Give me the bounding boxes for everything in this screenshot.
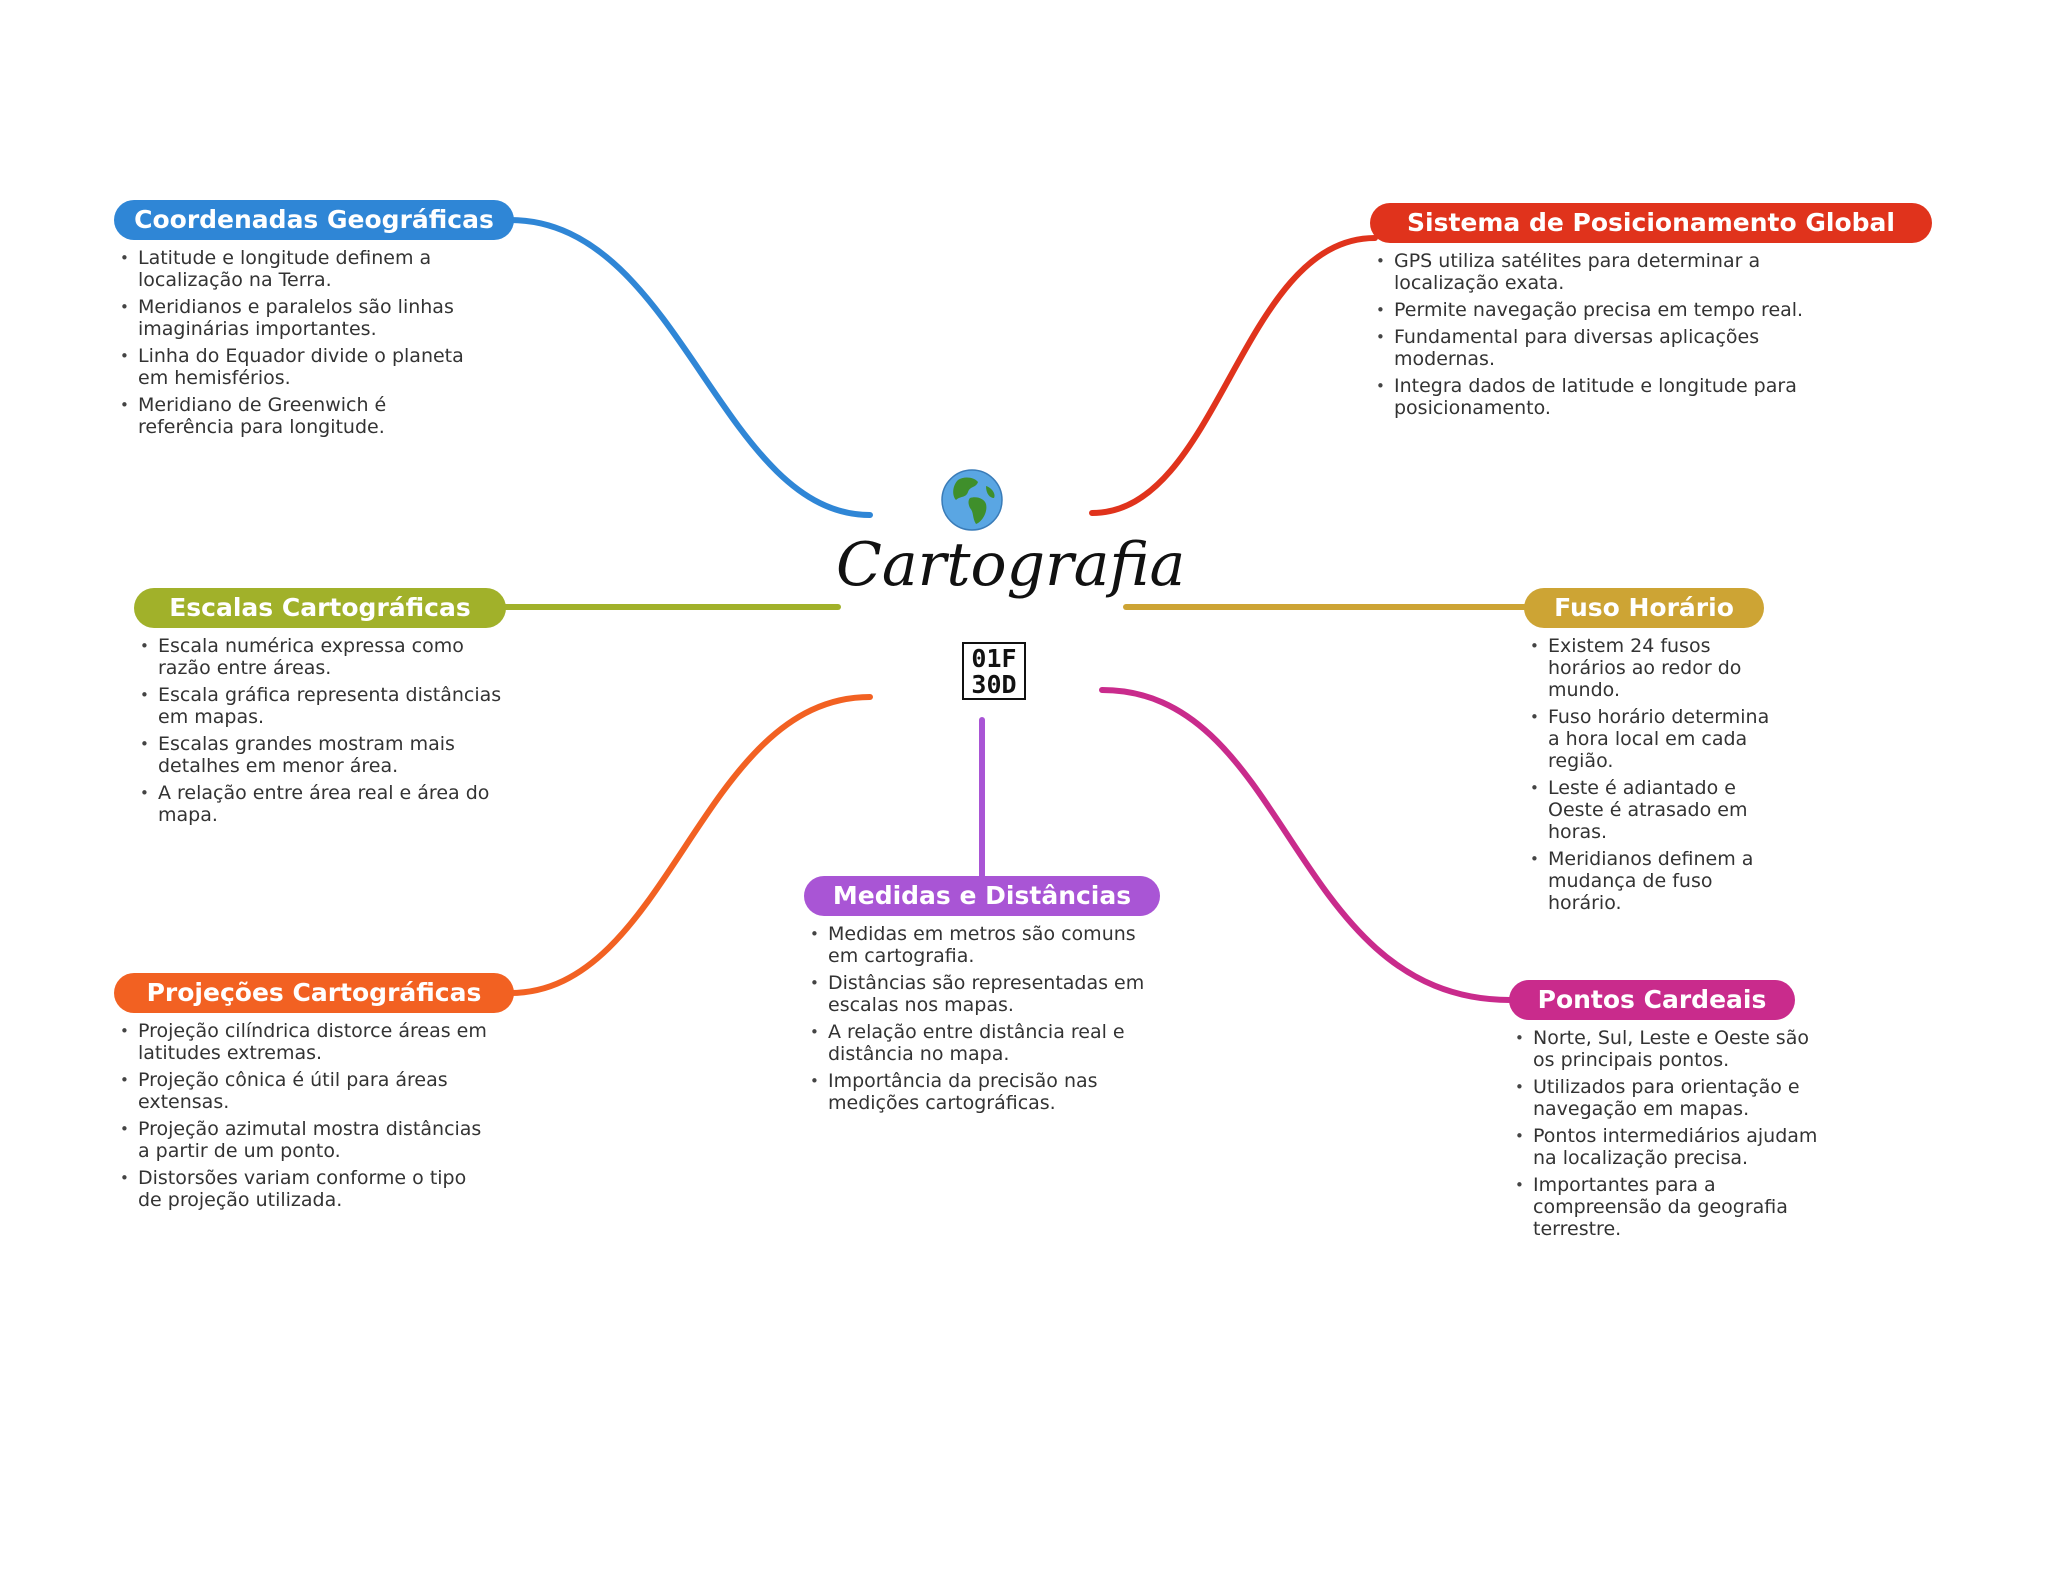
bullet-list-projecoes: Projeção cilíndrica distorce áreas em la… [114, 1020, 488, 1211]
branch-title-coordenadas[interactable]: Coordenadas Geográficas [114, 200, 514, 240]
list-item: Pontos intermediários ajudam na localiza… [1515, 1125, 1823, 1169]
list-item: Integra dados de latitude e longitude pa… [1376, 375, 1854, 419]
link-coordenadas [507, 217, 873, 518]
list-item: Meridianos definem a mudança de fuso hor… [1530, 848, 1773, 914]
branch-coordenadas: Coordenadas Geográficas Latitude e longi… [114, 200, 534, 443]
branch-projecoes: Projeções Cartográficas Projeção cilíndr… [114, 973, 534, 1216]
list-item: Fundamental para diversas aplicações mod… [1376, 326, 1854, 370]
list-item: Utilizados para orientação e navegação e… [1515, 1076, 1823, 1120]
branch-gps: Sistema de Posicionamento Global GPS uti… [1370, 203, 1940, 424]
branch-title-medidas[interactable]: Medidas e Distâncias [804, 876, 1160, 916]
list-item: Medidas em metros são comuns em cartogra… [810, 923, 1158, 967]
list-item: Norte, Sul, Leste e Oeste são os princip… [1515, 1027, 1823, 1071]
branch-title-fuso[interactable]: Fuso Horário [1524, 588, 1764, 628]
branch-title-pontos[interactable]: Pontos Cardeais [1509, 980, 1795, 1020]
list-item: Leste é adiantado e Oeste é atrasado em … [1530, 777, 1773, 843]
list-item: A relação entre distância real e distânc… [810, 1021, 1158, 1065]
link-projecoes [507, 694, 873, 996]
list-item: Meridianos e paralelos são linhas imagin… [120, 296, 488, 340]
list-item: Distâncias são representadas em escalas … [810, 972, 1158, 1016]
earth-globe-icon [941, 469, 1003, 531]
list-item: GPS utiliza satélites para determinar a … [1376, 250, 1854, 294]
list-item: Escala numérica expressa como razão entr… [140, 635, 503, 679]
list-item: Existem 24 fusos horários ao redor do mu… [1530, 635, 1773, 701]
list-item: Projeção cônica é útil para áreas extens… [120, 1069, 488, 1113]
list-item: Latitude e longitude definem a localizaç… [120, 247, 488, 291]
list-item: Fuso horário determina a hora local em c… [1530, 706, 1773, 772]
missing-glyph-line1: 01F [971, 644, 1017, 673]
list-item: Importantes para a compreensão da geogra… [1515, 1174, 1823, 1240]
list-item: Distorsões variam conforme o tipo de pro… [120, 1167, 488, 1211]
branch-fuso: Fuso Horário Existem 24 fusos horários a… [1524, 588, 1814, 919]
central-topic-title: Cartografia [836, 530, 1186, 600]
list-item: Meridiano de Greenwich é referência para… [120, 394, 488, 438]
bullet-list-fuso: Existem 24 fusos horários ao redor do mu… [1524, 635, 1773, 914]
link-gps [1089, 235, 1378, 516]
branch-medidas: Medidas e Distâncias Medidas em metros s… [804, 876, 1174, 1119]
bullet-list-medidas: Medidas em metros são comuns em cartogra… [804, 923, 1158, 1114]
list-item: A relação entre área real e área do mapa… [140, 782, 503, 826]
list-item: Escalas grandes mostram mais detalhes em… [140, 733, 503, 777]
list-item: Importância da precisão nas medições car… [810, 1070, 1158, 1114]
branch-title-projecoes[interactable]: Projeções Cartográficas [114, 973, 514, 1013]
bullet-list-gps: GPS utiliza satélites para determinar a … [1370, 250, 1854, 419]
list-item: Projeção azimutal mostra distâncias a pa… [120, 1118, 488, 1162]
bullet-list-escalas: Escala numérica expressa como razão entr… [134, 635, 503, 826]
branch-pontos: Pontos Cardeais Norte, Sul, Leste e Oest… [1509, 980, 1829, 1245]
missing-glyph-line2: 30D [971, 670, 1017, 699]
bullet-list-pontos: Norte, Sul, Leste e Oeste são os princip… [1509, 1027, 1823, 1240]
bullet-list-coordenadas: Latitude e longitude definem a localizaç… [114, 247, 488, 438]
list-item: Permite navegação precisa em tempo real. [1376, 299, 1854, 321]
list-item: Escala gráfica representa distâncias em … [140, 684, 503, 728]
branch-escalas: Escalas Cartográficas Escala numérica ex… [134, 588, 534, 831]
branch-title-escalas[interactable]: Escalas Cartográficas [134, 588, 506, 628]
link-pontos [1099, 687, 1513, 1003]
list-item: Projeção cilíndrica distorce áreas em la… [120, 1020, 488, 1064]
missing-glyph-box: 01F 30D [962, 642, 1026, 700]
list-item: Linha do Equador divide o planeta em hem… [120, 345, 488, 389]
branch-title-gps[interactable]: Sistema de Posicionamento Global [1370, 203, 1932, 243]
